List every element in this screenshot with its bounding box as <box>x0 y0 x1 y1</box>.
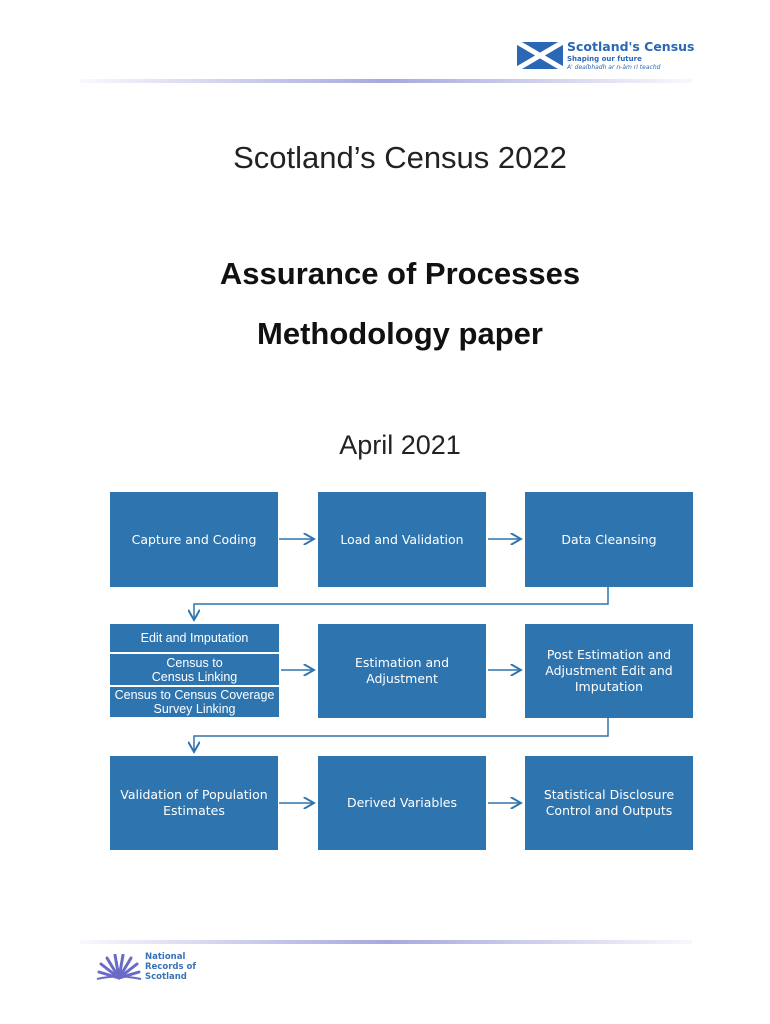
logo-name: Scotland's Census <box>567 39 695 54</box>
step-edit-and-imputation: Edit and Imputation <box>110 624 279 652</box>
step-derived-variables: Derived Variables <box>318 756 486 850</box>
document-date: April 2021 <box>339 430 461 460</box>
saltire-flag-icon <box>517 42 563 69</box>
step-data-cleansing: Data Cleansing <box>525 492 693 587</box>
footer-rule <box>80 940 692 944</box>
scotlands-census-logo: Scotland's Census Shaping our future A' … <box>517 40 697 74</box>
document-subtitle: Assurance of Processes <box>219 256 581 291</box>
document-subtitle-2: Methodology paper <box>257 316 543 351</box>
book-fan-icon <box>96 954 142 980</box>
step-capture-and-coding: Capture and Coding <box>110 492 278 587</box>
step-post-estimation: Post Estimation and Adjustment Edit and … <box>525 624 693 718</box>
step-estimation-and-adjustment: Estimation and Adjustment <box>318 624 486 718</box>
nrs-logo: National Records of Scotland <box>95 952 225 986</box>
arrow <box>194 718 609 752</box>
step-statistical-disclosure-control: Statistical Disclosure Control and Outpu… <box>525 756 693 850</box>
header-rule <box>80 79 692 83</box>
arrow <box>194 587 609 620</box>
nrs-logo-text: National Records of Scotland <box>145 952 197 982</box>
step-census-to-census-linking: Census to Census Linking <box>110 654 279 685</box>
step-validation-of-population-estimates: Validation of Population Estimates <box>110 756 278 850</box>
step-load-and-validation: Load and Validation <box>318 492 486 587</box>
step-coverage-survey-linking: Census to Census Coverage Survey Linking <box>110 687 279 717</box>
document-title: Scotland’s Census 2022 <box>233 140 567 175</box>
logo-gaelic: A' dealbhadh ar n-àm ri teachd <box>567 64 661 71</box>
logo-tagline: Shaping our future <box>567 55 642 63</box>
